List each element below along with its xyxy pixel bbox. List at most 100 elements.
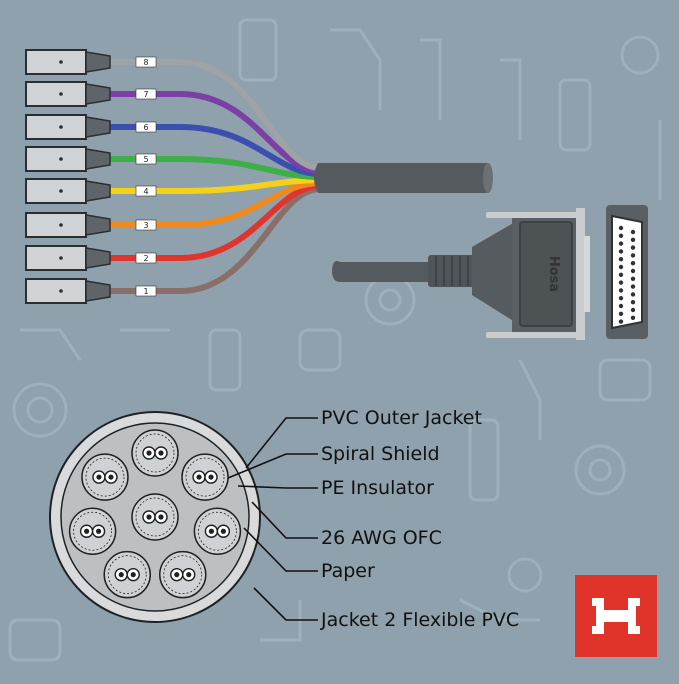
callout-pvc-outer-jacket: PVC Outer Jacket [321,407,482,429]
wire-bundle: 1 2 3 4 5 6 7 8 [107,56,323,297]
background-pattern-shape [208,328,242,392]
callout-spiral-shield: Spiral Shield [321,443,440,465]
cable-cross-section [49,411,261,623]
shielded-pair [181,453,229,501]
background-connector-pattern [8,18,662,662]
background-pattern-shape [518,359,542,440]
background-pattern-shape [574,444,626,496]
shielded-pair [193,507,242,555]
callout-leaders [227,417,318,621]
hosa-h-logo-icon [575,575,657,657]
wire-2 [107,183,323,261]
callout-leader-line [245,417,318,469]
db25-pin [618,264,624,270]
wire-label-8: 8 [135,56,157,68]
db25-connector-icon: Hosa [332,208,590,340]
wire-number-label: 3 [143,221,148,230]
wire-number-label: 5 [143,155,148,164]
wire-label-7: 7 [135,88,157,100]
db25-pin [618,288,624,293]
background-pattern-shape [468,418,500,502]
xlr-male-plug-icon [25,245,111,271]
background-pattern-shape [588,458,612,482]
background-pattern-shape [459,598,540,622]
callout-leader-line [227,453,318,479]
db25-pin [618,296,624,301]
shielded-pair [131,429,179,477]
db25-pin [630,284,636,289]
wire-number-label: 4 [143,187,148,196]
background-pattern-shape [620,35,660,75]
db25-pin [630,276,636,281]
db25-pin [618,280,624,285]
background-pattern-shape [598,358,652,402]
xlr-male-plug-icon [25,81,111,107]
wire-8 [107,59,323,171]
xlr-male-plug-icon [25,49,111,75]
db25-brand-label: Hosa [546,256,561,292]
db25-pin [618,303,624,309]
wire-number-label: 7 [143,90,148,99]
shielded-pair [103,550,151,599]
wire-label-1: 1 [135,285,157,297]
background-pattern-shape [20,328,82,361]
xlr-male-plug-icon [25,212,111,238]
background-pattern-shape [558,78,592,152]
db25-pin [630,237,636,242]
wire-4 [107,177,323,194]
callout-pe-insulator: PE Insulator [321,477,434,499]
xlr-male-plug-icon [25,114,111,140]
wire-label-2: 2 [135,252,157,264]
callout-26-awg-ofc: 26 AWG OFC [321,527,442,549]
background-pattern-shape [330,28,382,110]
wire-1 [107,186,323,294]
background-pattern-shape [500,58,522,140]
shielded-pair [68,507,117,555]
background-pattern-shape [507,557,543,593]
background-pattern-shape [260,600,302,642]
db25-pin [630,229,636,235]
shielded-pair [81,453,129,501]
db25-pin [618,225,624,231]
background-pattern-shape [26,396,54,424]
callout-labels: PVC Outer Jacket Spiral Shield PE Insula… [320,407,519,631]
callout-jacket-2-flexible-pvc: Jacket 2 Flexible PVC [320,609,519,631]
background-pattern-shape [420,38,442,120]
wire-number-label: 8 [143,58,148,67]
callout-leader-line [251,501,318,539]
xlr-male-plug-icon [25,178,111,204]
db25-pin [630,292,636,297]
background-pattern-shape [378,288,402,312]
background-pattern-shape [298,328,342,372]
wire-label-4: 4 [135,185,157,197]
wire-number-label: 1 [143,287,148,296]
db25-pin [630,315,636,320]
db25-pin [630,245,636,250]
db25-face-icon [606,205,648,339]
background-pattern-shape [8,618,62,662]
db25-pin [618,249,624,254]
xlr-plug-column [25,49,111,304]
wire-label-6: 6 [135,121,157,133]
callout-leader-line [253,587,318,621]
wire-5 [107,156,323,180]
db25-pin [618,233,624,238]
db25-pin [618,311,624,316]
wire-number-label: 2 [143,254,148,263]
db25-pin [630,307,636,313]
background-pattern-shape [12,382,68,438]
wire-label-5: 5 [135,153,157,165]
wire-number-label: 6 [143,123,148,132]
callout-leader-line [237,485,318,489]
db25-pin [630,300,636,305]
callout-paper: Paper [321,560,375,582]
shielded-pair [131,493,179,541]
wire-7 [107,91,323,174]
xlr-male-plug-icon [25,278,111,304]
db25-pin [630,268,636,274]
wire-6 [107,124,323,177]
background-pattern-shape [238,18,278,82]
db25-pin [630,253,636,258]
